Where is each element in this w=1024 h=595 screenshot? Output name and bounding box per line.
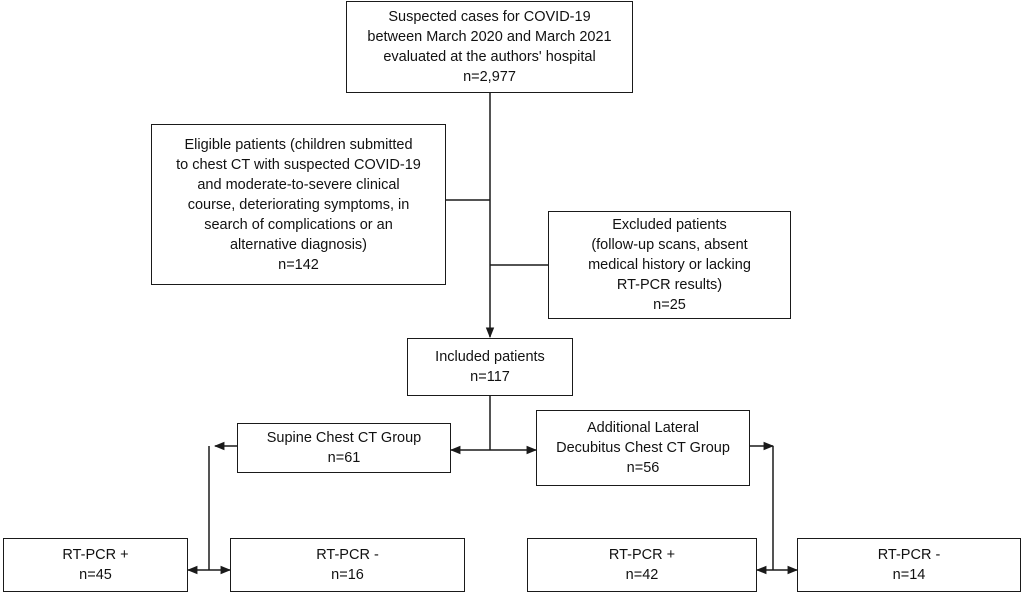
excluded-count: n=25 xyxy=(653,297,686,313)
excluded-line-2: (follow-up scans, absent xyxy=(591,237,748,253)
lateral-pos-label: RT-PCR + xyxy=(608,547,676,563)
eligible-line-1: Eligible patients (children submitted xyxy=(184,136,413,153)
supine-pos-count: n=45 xyxy=(79,567,112,583)
suspected-line-1: Suspected cases for COVID-19 xyxy=(388,9,591,25)
supine-line-1: Supine Chest CT Group xyxy=(266,430,422,446)
lateral-group-box: Additional Lateral Decubitus Chest CT Gr… xyxy=(536,410,750,486)
lateral-neg-count: n=14 xyxy=(892,567,926,583)
lateral-line-1: Additional Lateral xyxy=(586,420,700,436)
lateral-neg-label: RT-PCR - xyxy=(877,547,941,563)
eligible-count: n=142 xyxy=(278,256,319,273)
eligible-line-3: and moderate-to-severe clinical xyxy=(197,176,400,193)
excluded-line-3: medical history or lacking xyxy=(588,257,751,273)
excluded-patients-box: Excluded patients (follow-up scans, abse… xyxy=(548,211,791,319)
lateral-rtpcr-negative-box: RT-PCR - n=14 xyxy=(797,538,1021,592)
supine-pos-label: RT-PCR + xyxy=(62,547,129,563)
excluded-line-4: RT-PCR results) xyxy=(616,277,723,293)
eligible-line-5: search of complications or an xyxy=(204,216,393,233)
lateral-pos-count: n=42 xyxy=(625,567,659,583)
eligible-patients-box: Eligible patients (children submitted to… xyxy=(151,124,446,285)
eligible-line-4: course, deteriorating symptoms, in xyxy=(187,196,410,213)
lateral-count: n=56 xyxy=(626,460,660,476)
included-line-1: Included patients xyxy=(435,349,545,365)
supine-neg-label: RT-PCR - xyxy=(316,547,379,563)
suspected-line-2: between March 2020 and March 2021 xyxy=(367,29,612,45)
excluded-line-1: Excluded patients xyxy=(612,217,727,233)
included-patients-box: Included patients n=117 xyxy=(407,338,573,396)
included-count: n=117 xyxy=(470,369,510,385)
suspected-count: n=2,977 xyxy=(463,69,516,85)
suspected-cases-box: Suspected cases for COVID-19 between Mar… xyxy=(346,1,633,93)
eligible-line-6: alternative diagnosis) xyxy=(229,236,368,253)
eligible-line-2: to chest CT with suspected COVID-19 xyxy=(176,156,421,173)
supine-rtpcr-negative-box: RT-PCR - n=16 xyxy=(230,538,465,592)
supine-rtpcr-positive-box: RT-PCR + n=45 xyxy=(3,538,188,592)
supine-neg-count: n=16 xyxy=(331,567,364,583)
supine-count: n=61 xyxy=(327,450,361,466)
lateral-line-2: Decubitus Chest CT Group xyxy=(556,440,730,456)
suspected-line-3: evaluated at the authors' hospital xyxy=(383,49,596,65)
supine-group-box: Supine Chest CT Group n=61 xyxy=(237,423,451,473)
lateral-rtpcr-positive-box: RT-PCR + n=42 xyxy=(527,538,757,592)
